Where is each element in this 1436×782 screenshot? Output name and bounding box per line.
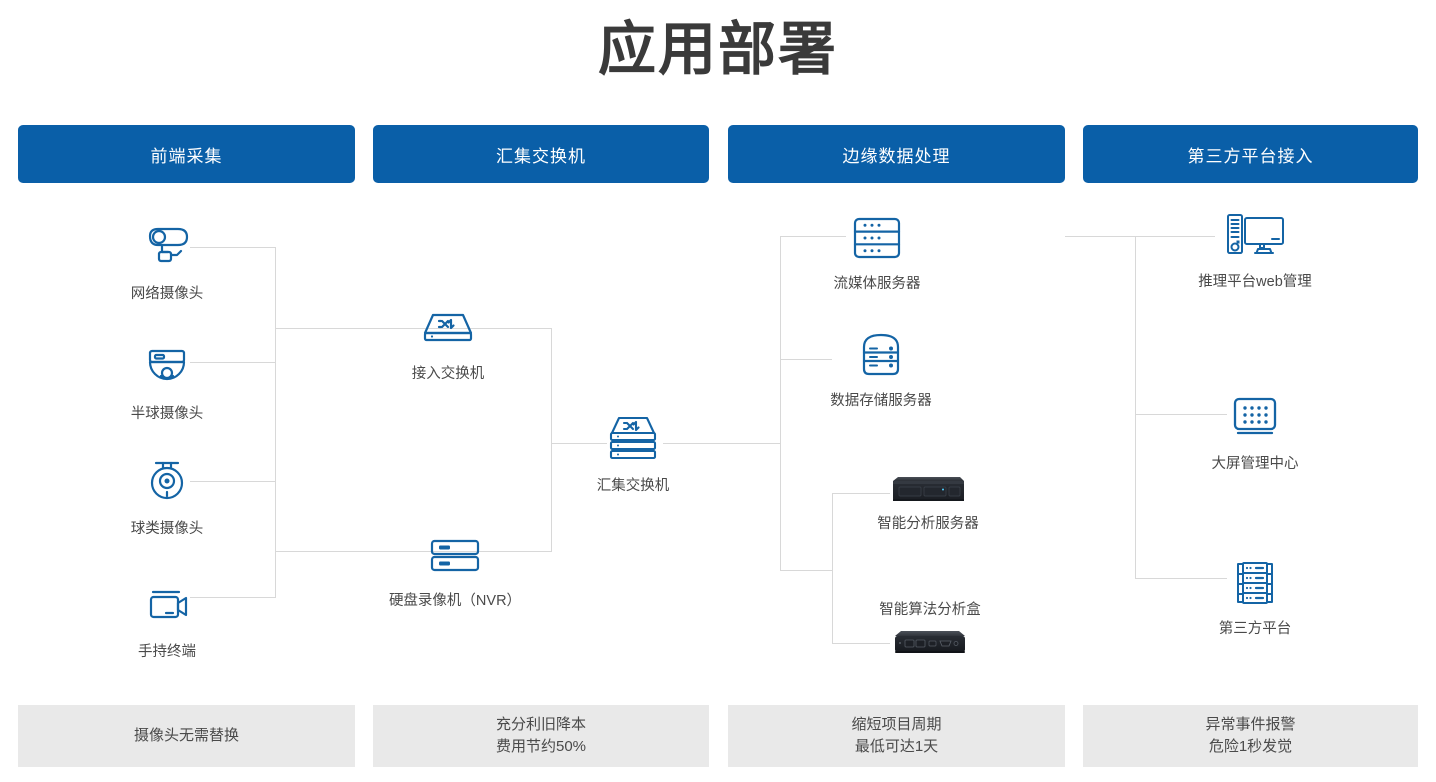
node-label: 手持终端 — [138, 644, 196, 660]
server-rack-icon — [1227, 555, 1283, 611]
node-inference-platform-web[interactable]: 推理平台web管理 — [1170, 208, 1340, 291]
node-ai-analysis-server[interactable]: 智能分析服务器 — [843, 472, 1013, 533]
node-ai-algorithm-box[interactable]: 智能算法分析盒 — [845, 598, 1015, 659]
connector-bus3-to-ai-branch — [780, 570, 832, 571]
node-access-switch[interactable]: 接入交换机 — [363, 300, 533, 383]
node-label: 智能算法分析盒 — [879, 602, 981, 618]
handheld-camcorder-icon — [139, 578, 195, 634]
edge-ai-box-photo — [891, 625, 969, 659]
footer-line: 危险1秒发觉 — [1208, 738, 1293, 755]
footer-line: 最低可达1天 — [854, 738, 939, 755]
node-label: 网络摄像头 — [130, 286, 204, 302]
node-dome-camera[interactable]: 半球摄像头 — [82, 340, 252, 423]
connector-bus3-to-streaming-server — [780, 236, 846, 237]
rackmount-server-photo — [889, 472, 967, 506]
node-label: 汇集交换机 — [596, 478, 670, 494]
connector-camera3 — [190, 481, 276, 482]
connector-bus-column2 — [551, 328, 552, 552]
node-label: 半球摄像头 — [130, 406, 204, 422]
node-network-camera[interactable]: 网络摄像头 — [82, 220, 252, 303]
footer-benefit-aggregation: 充分利旧降本 费用节约50% — [373, 705, 709, 767]
footer-line: 异常事件报警 — [1205, 716, 1296, 733]
connector-ai-algorithm-box — [832, 643, 890, 644]
footer-benefit-front-end: 摄像头无需替换 — [18, 705, 355, 767]
connector-agg-switch-to-bus3 — [663, 443, 781, 444]
footer-line: 摄像头无需替换 — [133, 727, 239, 744]
node-nvr-recorder[interactable]: 硬盘录像机（NVR） — [370, 527, 540, 610]
connector-bus-column4 — [1135, 236, 1136, 578]
footer-benefit-edge: 缩短项目周期 最低可达1天 — [728, 705, 1065, 767]
connector-bus3-to-bus4 — [1065, 236, 1136, 237]
bullet-camera-icon — [139, 220, 195, 276]
node-aggregation-switch[interactable]: 汇集交换机 — [548, 412, 718, 495]
connector-bus3-to-storage-server — [780, 359, 832, 360]
node-label: 数据存储服务器 — [830, 393, 932, 409]
network-switch-icon — [420, 300, 476, 356]
node-label: 球类摄像头 — [130, 521, 204, 537]
footer-line: 缩短项目周期 — [851, 716, 942, 733]
column-header-label: 汇集交换机 — [496, 146, 586, 166]
connector-camera1 — [190, 247, 276, 248]
connector-bus4-to-web-platform — [1135, 236, 1215, 237]
node-data-storage-server[interactable]: 数据存储服务器 — [796, 327, 966, 410]
footer-benefit-third-party: 异常事件报警 危险1秒发觉 — [1083, 705, 1418, 767]
footer-line: 费用节约50% — [495, 738, 587, 755]
stacked-switch-icon — [605, 412, 661, 468]
video-wall-icon — [1227, 390, 1283, 446]
dome-camera-icon — [139, 340, 195, 396]
connector-bus1-to-nvr — [275, 551, 471, 552]
connector-camera2 — [190, 362, 276, 363]
page-title: 应用部署 — [597, 17, 838, 82]
connector-access-switch-to-bus2 — [470, 328, 552, 329]
node-label: 智能分析服务器 — [877, 516, 979, 532]
column-header-front-end-collection[interactable]: 前端采集 — [18, 125, 355, 183]
node-label: 推理平台web管理 — [1198, 274, 1312, 290]
connector-camera4 — [190, 597, 276, 598]
connector-bus-column1 — [275, 247, 276, 597]
column-header-aggregation-switch[interactable]: 汇集交换机 — [373, 125, 709, 183]
node-large-screen-center[interactable]: 大屏管理中心 — [1170, 390, 1340, 473]
node-label: 大屏管理中心 — [1211, 456, 1299, 472]
connector-bus1-to-access-switch — [275, 328, 471, 329]
node-label: 接入交换机 — [411, 366, 485, 382]
connector-bus4-to-third-party — [1135, 578, 1227, 579]
column-header-label: 边缘数据处理 — [842, 146, 951, 166]
node-label: 第三方平台 — [1218, 621, 1292, 637]
connector-ai-analysis-server — [832, 493, 890, 494]
footer-line: 充分利旧降本 — [495, 716, 586, 733]
connector-bus4-to-video-wall — [1135, 414, 1227, 415]
column-header-label: 第三方平台接入 — [1187, 146, 1314, 166]
workstation-monitor-icon — [1227, 208, 1284, 264]
column-header-third-party-platform[interactable]: 第三方平台接入 — [1083, 125, 1418, 183]
node-handheld-terminal[interactable]: 手持终端 — [82, 578, 252, 661]
node-streaming-server[interactable]: 流媒体服务器 — [792, 210, 962, 293]
streaming-server-icon — [849, 210, 905, 266]
connector-bus2-to-agg-switch — [551, 443, 607, 444]
node-ptz-camera[interactable]: 球类摄像头 — [82, 455, 252, 538]
connector-bus-column3 — [780, 236, 781, 571]
connector-bus-ai-devices — [832, 493, 833, 643]
node-label: 流媒体服务器 — [833, 276, 921, 292]
node-label: 硬盘录像机（NVR） — [388, 593, 522, 609]
node-third-party-platform[interactable]: 第三方平台 — [1170, 555, 1340, 638]
connector-nvr-to-bus2 — [470, 551, 552, 552]
column-header-edge-data-processing[interactable]: 边缘数据处理 — [728, 125, 1065, 183]
ptz-camera-icon — [139, 455, 195, 511]
storage-server-icon — [853, 327, 909, 383]
column-header-label: 前端采集 — [150, 146, 223, 166]
nvr-recorder-icon — [427, 527, 483, 583]
